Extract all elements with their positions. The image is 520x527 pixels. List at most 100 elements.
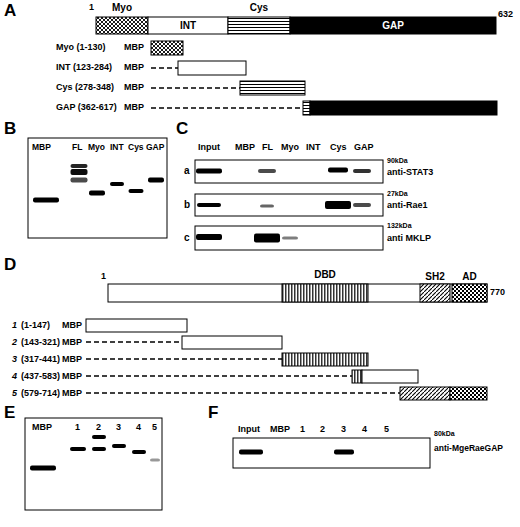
linker-dash	[86, 392, 400, 394]
gel-band	[112, 444, 126, 448]
lane-label: 2	[96, 423, 101, 432]
tag-label: MBP	[62, 338, 82, 347]
domain-name: AD	[432, 272, 507, 282]
sh2-domain	[420, 284, 450, 302]
linker-dash	[86, 358, 282, 360]
gel-band	[334, 450, 354, 455]
domain-segment: DBD	[282, 284, 368, 302]
gel-band	[71, 178, 88, 183]
panel-letter: B	[4, 120, 16, 137]
construct-name: 3	[12, 355, 17, 364]
domain-name: Cys	[208, 3, 310, 13]
gel-band	[260, 205, 274, 208]
residue-number: 1	[101, 272, 106, 281]
gel-band	[196, 234, 222, 240]
lane-label: Input	[238, 425, 260, 434]
gel-band	[30, 466, 56, 471]
gel-band	[92, 447, 106, 451]
gel-band	[325, 201, 351, 209]
domain-name: DBD	[262, 270, 388, 280]
linker-dash	[151, 87, 240, 89]
antibody-label: anti-MgeRaeGAP	[434, 444, 503, 453]
construct-box	[362, 370, 418, 383]
lane-label: 1	[300, 425, 305, 434]
gel-band	[110, 182, 124, 186]
antibody-label: anti-Rae1	[387, 201, 428, 210]
construct-box	[400, 387, 450, 400]
lane-label: Myo	[281, 143, 299, 152]
tag-label: b	[184, 200, 190, 210]
construct-box	[303, 101, 310, 115]
linker-dash	[86, 341, 182, 343]
lane-label: Cys	[330, 143, 347, 152]
linker-dash	[151, 107, 303, 109]
gel-band	[71, 164, 88, 168]
gel-band	[71, 169, 88, 175]
tag-label: MBP	[62, 389, 82, 398]
cys-domain	[228, 17, 290, 34]
domain-name: SH2	[400, 272, 470, 282]
lane-label: MBP	[32, 423, 52, 432]
lane-label: Myo	[88, 143, 105, 152]
stat3-bar	[108, 284, 487, 302]
gel-band	[33, 198, 59, 203]
lane-label: 4	[362, 425, 367, 434]
lane-label: INT	[306, 143, 321, 152]
residue-number: 770	[490, 288, 505, 297]
panel-letter: E	[4, 404, 15, 421]
construct-name: Myo (1-130)	[56, 43, 106, 52]
lane-label: MBP	[235, 143, 255, 152]
tag-label: MBP	[62, 355, 82, 364]
domain-segment: SH2	[420, 284, 450, 302]
linker-dash	[86, 375, 352, 377]
gel-band	[129, 189, 144, 193]
tag-label: MBP	[62, 372, 82, 381]
construct-name: 5	[12, 389, 17, 398]
construct-name: Cys (278-348)	[56, 83, 114, 92]
gel-band	[258, 169, 276, 173]
construct-name: GAP (362-617)	[56, 103, 117, 112]
construct-name: (317-441)	[21, 355, 60, 364]
construct-box	[151, 41, 183, 55]
ad-domain	[452, 284, 487, 302]
tag-label: MBP	[124, 83, 144, 92]
construct-name: (1-147)	[21, 321, 50, 330]
blot-strip	[195, 194, 383, 216]
lane-label: Input	[198, 143, 220, 152]
construct-box	[282, 353, 368, 366]
lane-label: 1	[75, 423, 80, 432]
construct-box	[352, 370, 362, 383]
gel-band	[282, 237, 298, 240]
gel-band	[254, 234, 280, 243]
lane-label: 3	[116, 423, 121, 432]
lane-label: 4	[136, 423, 141, 432]
lane-label: MBP	[270, 425, 290, 434]
gel-band	[197, 203, 221, 207]
myo-domain	[96, 17, 148, 34]
tag-label: MBP	[124, 43, 144, 52]
blot-strip	[233, 438, 430, 468]
tag-label: a	[184, 166, 190, 176]
construct-box	[178, 61, 246, 75]
linker-dash	[151, 67, 178, 69]
residue-number: 632	[498, 10, 513, 19]
gel-band	[148, 178, 164, 183]
blot-strip	[195, 226, 383, 250]
lane-label: INT	[110, 143, 124, 152]
blot-strip	[195, 160, 383, 183]
construct-box	[310, 101, 497, 115]
gel-band	[196, 169, 222, 174]
gel-band	[92, 435, 106, 439]
construct-name: 2	[12, 338, 17, 347]
gel-band	[132, 450, 146, 454]
lane-label: 3	[341, 425, 346, 434]
gel-band	[89, 191, 105, 196]
mass-marker: 80kDa	[434, 430, 455, 437]
lane-label: 5	[152, 423, 157, 432]
gel-band	[353, 203, 371, 207]
mass-marker: 132kDa	[387, 222, 412, 229]
panel-letter: A	[4, 2, 16, 19]
antibody-label: anti MKLP	[387, 234, 431, 243]
domain-segment: GAP	[290, 17, 496, 34]
construct-name: (579-714)	[21, 389, 60, 398]
